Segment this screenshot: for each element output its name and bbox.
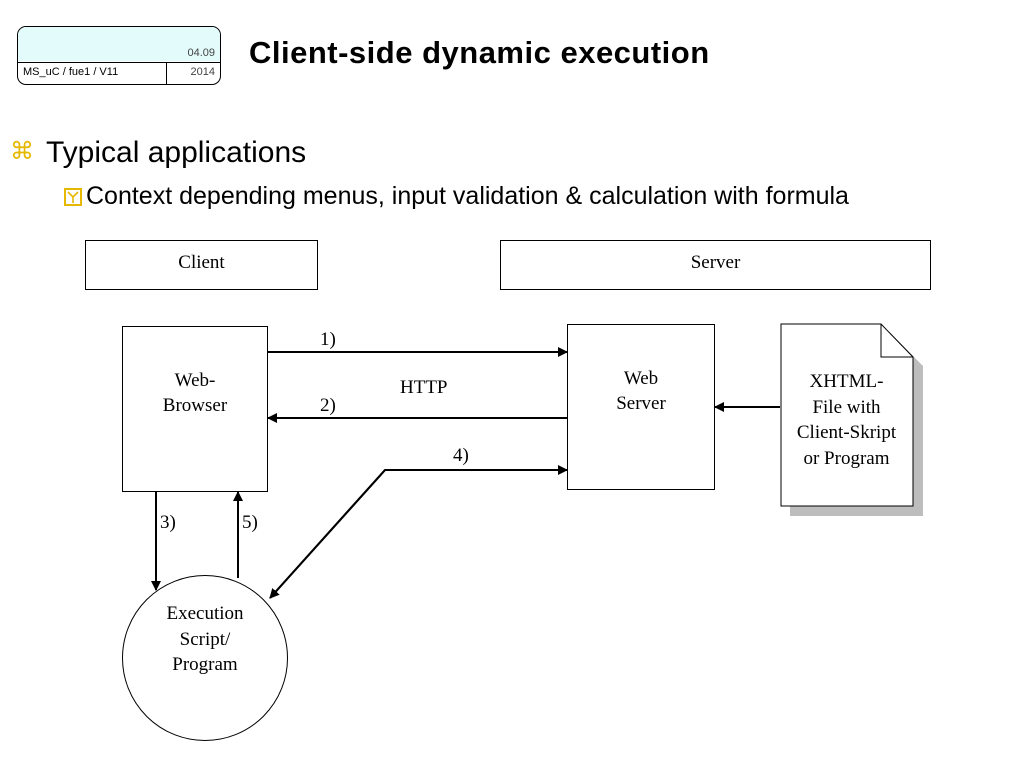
web-server-line-2: Server bbox=[616, 392, 666, 414]
tag-strip bbox=[18, 27, 220, 61]
web-browser-line-2: Browser bbox=[162, 394, 228, 416]
xhtml-document: XHTML- File with Client-Skript or Progra… bbox=[780, 323, 925, 518]
checkbox-y-icon bbox=[64, 188, 82, 206]
arrow-3-label: 3) bbox=[160, 512, 176, 533]
execution-text: Execution Script/ Program bbox=[122, 601, 288, 678]
web-server-box: Web Server bbox=[567, 324, 715, 490]
server-header-label: Server bbox=[690, 252, 741, 273]
web-server-line-1: Web bbox=[623, 368, 659, 389]
document-line-4: or Program bbox=[803, 447, 890, 469]
bullet-level2: Context depending menus, input validatio… bbox=[64, 182, 849, 211]
bullet-level2-text: Context depending menus, input validatio… bbox=[86, 182, 849, 210]
web-browser-box: Web- Browser bbox=[122, 326, 268, 492]
client-header-label: Client bbox=[178, 252, 225, 273]
bullet-level1: ⌘ Typical applications bbox=[10, 136, 306, 170]
document-line-3: Client-Skript bbox=[796, 422, 897, 444]
arrow-2-label: 2) bbox=[320, 395, 336, 416]
tag-label: MS_uC / fue1 / V11 bbox=[23, 66, 119, 78]
command-icon: ⌘ bbox=[10, 138, 34, 165]
tag-vertical-divider bbox=[166, 62, 167, 84]
execution-line-2: Script/ bbox=[179, 628, 231, 650]
bullet-level1-text: Typical applications bbox=[46, 136, 307, 169]
slide-tag: MS_uC / fue1 / V11 04.09 2014 bbox=[17, 26, 221, 85]
arrow-4-head-browser bbox=[269, 469, 386, 599]
tag-date-bottom: 2014 bbox=[190, 66, 215, 78]
execution-line-1: Execution bbox=[166, 603, 244, 624]
execution-line-3: Program bbox=[172, 654, 238, 676]
client-header-box: Client bbox=[85, 240, 318, 290]
tag-date-top: 04.09 bbox=[187, 47, 215, 59]
document-text: XHTML- File with Client-Skript or Progra… bbox=[780, 369, 913, 472]
arrow-1-label: 1) bbox=[320, 329, 336, 350]
document-line-2: File with bbox=[812, 396, 881, 418]
execution-circle bbox=[122, 575, 288, 741]
page-title: Client-side dynamic execution bbox=[249, 35, 710, 70]
document-line-1: XHTML- bbox=[809, 371, 884, 392]
document-shape bbox=[780, 323, 923, 516]
http-label: HTTP bbox=[400, 377, 448, 398]
arrow-5-label: 5) bbox=[242, 512, 258, 533]
arrow-4-label: 4) bbox=[453, 445, 469, 466]
server-header-box: Server bbox=[500, 240, 931, 290]
arrow-4 bbox=[269, 465, 568, 599]
web-browser-line-1: Web- bbox=[174, 370, 216, 391]
tag-divider bbox=[18, 62, 220, 63]
